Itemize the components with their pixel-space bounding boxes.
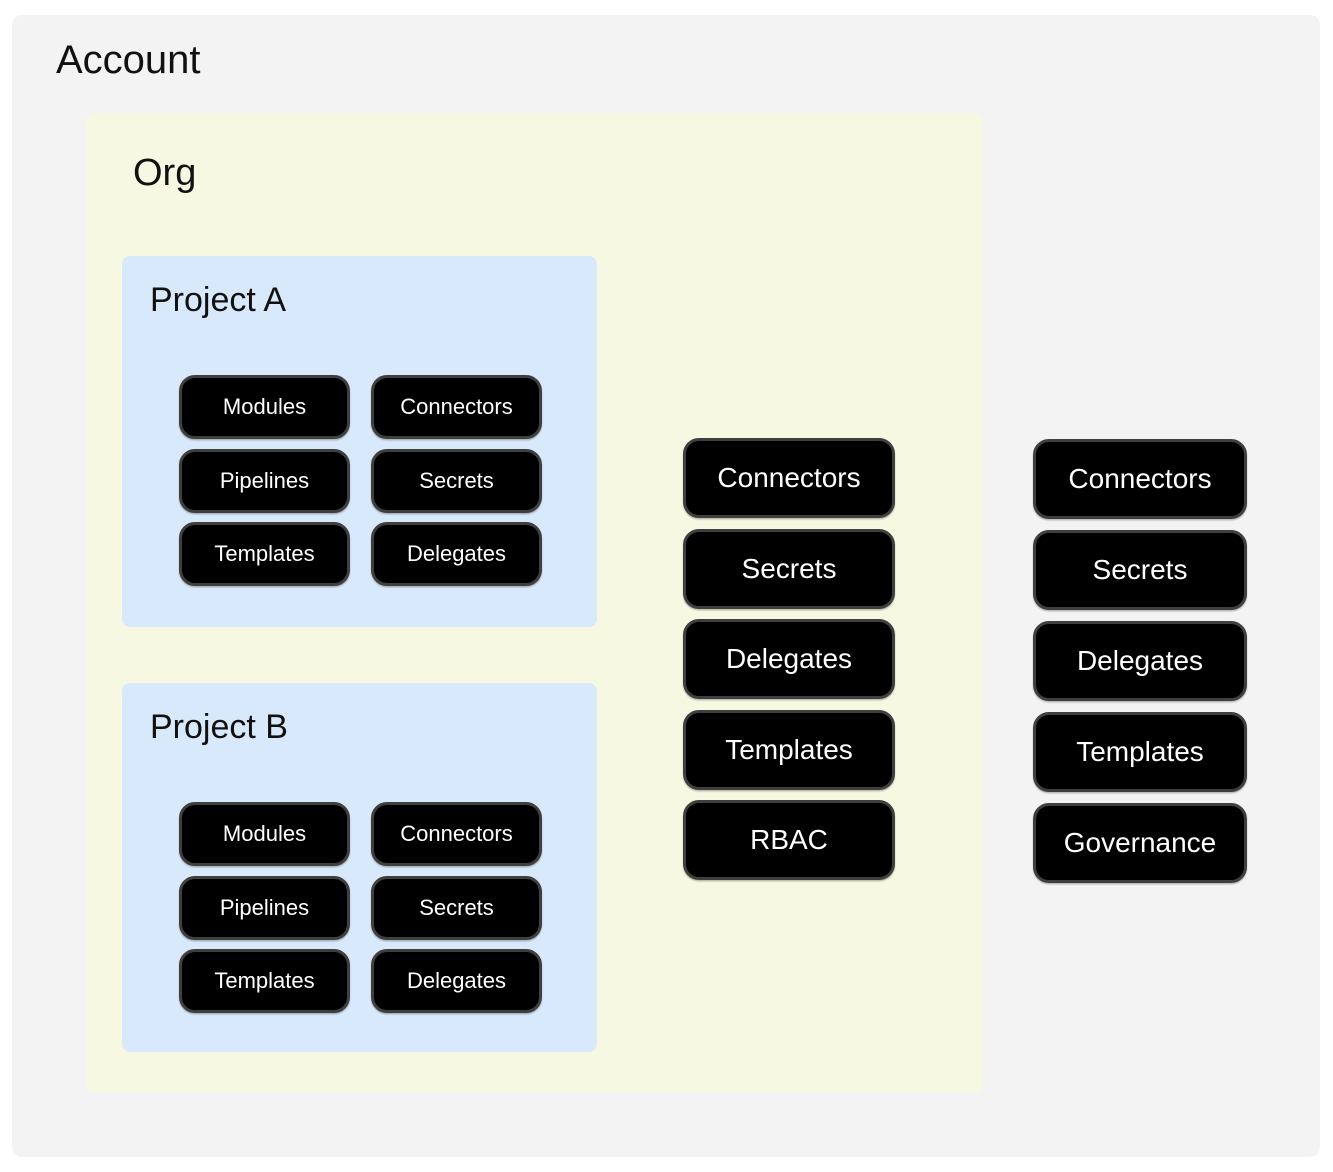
project-b-pill-templates: Templates [179,949,350,1013]
account-pill-connectors: Connectors [1033,439,1247,519]
org-pill-delegates: Delegates [683,619,895,699]
project-a-resource-grid: Modules Connectors Pipelines Secrets Tem… [179,375,542,586]
account-pill-templates: Templates [1033,712,1247,792]
account-container: Account Org Project A Modules Connectors… [12,15,1320,1157]
org-container: Org Project A Modules Connectors Pipelin… [86,113,983,1093]
account-resource-column: Connectors Secrets Delegates Templates G… [1033,439,1247,883]
project-a-pill-secrets: Secrets [371,448,542,513]
project-b-resource-grid: Modules Connectors Pipelines Secrets Tem… [179,802,542,1013]
project-a-container: Project A Modules Connectors Pipelines S… [122,256,597,627]
org-pill-templates: Templates [683,709,895,790]
org-title: Org [133,152,197,194]
project-b-pill-connectors: Connectors [371,802,542,866]
project-a-pill-connectors: Connectors [371,375,542,439]
account-pill-delegates: Delegates [1033,621,1247,701]
project-a-title: Project A [150,281,287,319]
account-title: Account [56,38,201,82]
project-a-pill-templates: Templates [179,522,350,586]
project-a-pill-delegates: Delegates [371,522,542,586]
account-pill-secrets: Secrets [1033,530,1247,610]
org-pill-rbac: RBAC [683,800,895,880]
project-a-pill-modules: Modules [179,375,350,439]
org-resource-column: Connectors Secrets Delegates Templates R… [683,438,895,880]
project-b-pill-delegates: Delegates [371,949,542,1013]
org-pill-connectors: Connectors [683,438,895,518]
project-b-container: Project B Modules Connectors Pipelines S… [122,683,597,1052]
project-a-pill-pipelines: Pipelines [179,448,350,513]
project-b-pill-modules: Modules [179,802,350,866]
org-pill-secrets: Secrets [683,528,895,609]
project-b-title: Project B [150,708,288,746]
project-b-pill-pipelines: Pipelines [179,875,350,940]
account-pill-governance: Governance [1033,803,1247,883]
project-b-pill-secrets: Secrets [371,875,542,940]
